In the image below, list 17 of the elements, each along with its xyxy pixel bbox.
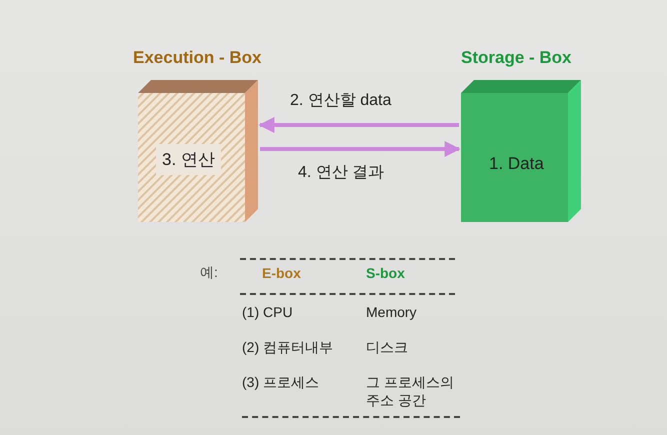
table-cell: 디스크 [366, 338, 408, 356]
column-header: S-box [366, 264, 405, 282]
table-cell: (2) 컴퓨터내부 [242, 338, 333, 356]
edge-label: 4. 연산 결과 [298, 163, 384, 183]
arrow [258, 117, 459, 133]
table-cell-text: 그 프로세스의 주소 공간 [366, 373, 455, 409]
box-text: 3. 연산 [156, 144, 221, 175]
example-label: 예: [200, 263, 218, 281]
box-heading: Storage - Box [461, 48, 572, 68]
column-header: E-box [262, 264, 301, 282]
box-text: 1. Data [488, 153, 545, 175]
box-heading: Execution - Box [133, 48, 262, 68]
table-cell: (1) CPU [242, 303, 293, 321]
arrow [260, 141, 461, 157]
table-cell: (3) 프로세스 [242, 373, 319, 391]
edge-label: 2. 연산할 data [290, 91, 392, 111]
table-cell: Memory [366, 303, 417, 321]
